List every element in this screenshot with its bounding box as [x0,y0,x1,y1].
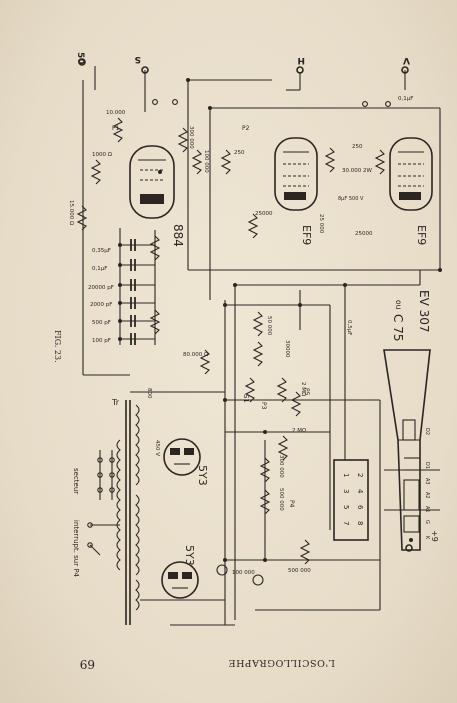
terminal-plus9: +9 [430,530,439,542]
socket-pin: 2 [356,473,364,477]
label-r30000-2w: 30.000 2W [342,168,372,174]
label-r15000: 15.000 Ω [68,200,74,225]
label-r100k: 100 000 [203,150,209,173]
terminal-v: V [403,55,410,65]
label-r25000a: 25000 [255,211,273,217]
crt-label-1: EV 307 [417,290,431,333]
label-r2mo: 2 MΩ [300,382,306,396]
figure-label: FIG. 23. [53,330,62,363]
socket-pin: 8 [356,521,364,525]
labels: 69 L'OSCILLOGRAPHE FIG. 23. 50 S H V +9 … [53,52,439,671]
top-terminals [78,58,409,107]
label-r10000: 10.000 [106,110,126,116]
junctions [186,78,442,586]
tube-884-label: 884 [171,224,185,247]
label-p5: P5 [303,388,310,396]
socket-pin: 7 [342,521,350,525]
terminal-h: H [297,55,305,65]
resistors [76,117,386,565]
label-r2mo-b: 2 MΩ [292,428,306,434]
tube-ef9-left-label: EF9 [300,225,313,245]
socket-pin: 3 [342,489,350,493]
terminal-s: S [135,54,141,64]
label-r300-000: 300 000 [278,455,284,478]
label-r30000: 30000 [284,340,290,358]
crt-tube [383,349,440,551]
label-p4: P4 [288,500,295,508]
socket-pin: 1 [342,473,350,477]
label-r300k: 300 000 [188,126,194,149]
rectifier-top-label: 5Y3 [196,465,209,486]
socket-pins: 1 2 3 4 5 6 7 8 [342,473,364,525]
label-c2000: 2000 pF [90,302,112,308]
crt-pin: A1 [424,506,430,513]
mains-switches [87,450,120,556]
crt-pin: A3 [424,478,430,485]
label-r25000c: 25 000 [318,214,324,234]
rectifier-5y3-top [163,438,201,476]
tube-ef9-left [274,137,318,211]
label-c450v: 450 V [154,440,160,456]
label-p2: P2 [242,125,250,132]
label-r80000: 80.000 Ω [183,352,208,358]
crt-pin: D1 [424,462,430,469]
socket-pin: 4 [356,489,364,494]
label-r1000: 1000 Ω [92,152,112,158]
crt-pin: G [424,520,430,524]
crt-pin: A2 [424,492,430,499]
crt-label-2: C 75 [391,314,405,341]
label-r500000b: 500 000 [288,568,311,574]
label-tr: Tr [111,398,120,407]
label-s1: S1 [242,394,250,403]
label-c01: 0,1μF [92,266,107,272]
label-r250a: 250 [234,150,245,156]
label-r500000: 500 000 [278,488,284,511]
label-m800: 800 [146,388,152,399]
tube-ef9-right-label: EF9 [415,225,428,245]
label-c0-5uf: 0,5μF [346,320,352,335]
capacitor-ladder [118,239,155,345]
running-title: L'OSCILLOGRAPHE [228,657,335,668]
label-c20000: 20000 pF [88,285,114,291]
label-c8uf: 8μF 500 V [338,196,364,202]
label-r250b: 250 [352,144,363,150]
page-number: 69 [80,657,95,671]
label-c0-1uf: 0,1μF [398,96,413,102]
label-p1: P1 [112,125,120,132]
rectifier-5y3-bottom [161,561,199,599]
rectifier-bottom-label: 5Y3 [183,545,196,566]
tube-ef9-right [389,137,433,211]
terminal-50: 50 [75,52,85,65]
switch-secteur: secteur [72,468,80,494]
label-r25000b: 25000 [355,231,373,237]
label-r100000: 100 000 [232,570,255,576]
label-c100: 100 pF [92,338,111,344]
switch-interrupt: interrupt. sur P4 [72,520,80,578]
transformer [116,400,140,625]
tube-884 [129,145,175,219]
label-c035: 0,35μF [92,248,111,254]
label-p3: P3 [260,402,267,410]
socket-block [333,459,369,541]
crt-label-or: ou [394,300,403,310]
label-c500: 500 pF [92,320,111,326]
crt-pin: D2 [424,428,430,435]
socket-pin: 5 [342,505,350,509]
crt-pin: K [424,536,430,540]
crt-pins: D2 D1 A3 A2 A1 G K [424,428,430,540]
socket-pin: 6 [356,505,364,510]
label-r50000: 50 000 [266,316,272,336]
